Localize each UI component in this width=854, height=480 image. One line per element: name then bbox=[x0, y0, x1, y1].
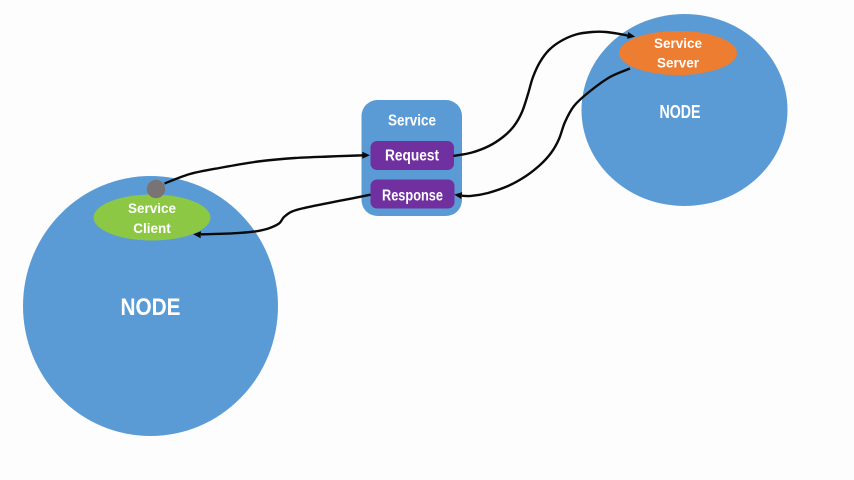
svg-text:Request: Request bbox=[385, 148, 439, 165]
svg-text:Response: Response bbox=[382, 188, 443, 205]
svg-text:Service: Service bbox=[388, 113, 436, 130]
svg-text:NODE: NODE bbox=[660, 102, 701, 122]
svg-text:Service: Service bbox=[128, 201, 177, 216]
svg-text:Service: Service bbox=[654, 36, 703, 51]
svg-text:NODE: NODE bbox=[121, 294, 181, 321]
svg-text:Server: Server bbox=[657, 55, 700, 70]
svg-text:Client: Client bbox=[133, 221, 171, 236]
